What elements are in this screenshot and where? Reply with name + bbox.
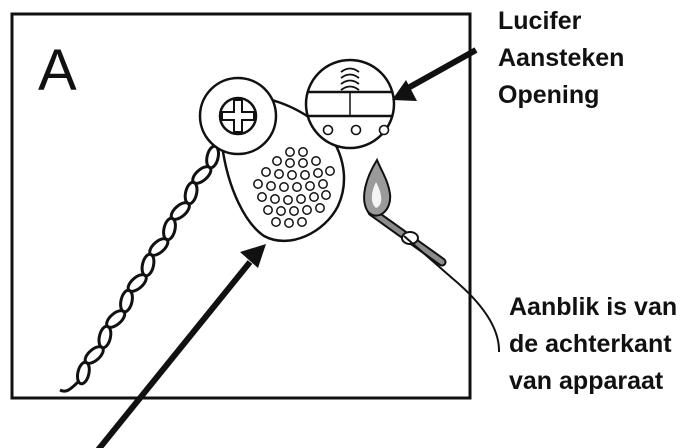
vent-hole (283, 195, 293, 205)
phillips-screw-icon (198, 76, 278, 156)
port-hole (322, 124, 334, 136)
vent-hole (315, 203, 325, 213)
callout-line: de achterkant (509, 330, 672, 358)
vent-hole (289, 206, 299, 216)
vent-hole (270, 194, 280, 204)
match-flame-core (371, 182, 382, 208)
callout-line: Aansteken (498, 44, 624, 72)
vent-hole (263, 205, 273, 215)
arrow-head (240, 244, 266, 268)
vent-hole (298, 158, 308, 168)
burner-port-spring (340, 67, 360, 91)
lit-match-icon (363, 157, 447, 267)
arrow-shaft (95, 260, 253, 448)
callout-line: Lucifer (498, 7, 582, 35)
arrow-head (392, 80, 417, 101)
vent-hole (318, 179, 328, 189)
match-opening-magnifier (304, 58, 396, 150)
vent-hole (271, 217, 281, 227)
callout-line: van apparaat (509, 367, 664, 395)
panel-letter: A (38, 38, 77, 103)
vent-hole (276, 206, 286, 216)
vent-holes (253, 147, 335, 228)
callout-arrow-opening (392, 47, 478, 101)
callout-arrow-plate (95, 244, 266, 448)
vent-hole (313, 168, 323, 178)
port-hole (350, 124, 362, 136)
vent-hole (253, 179, 263, 189)
vent-hole (274, 169, 284, 179)
vent-hole (296, 194, 306, 204)
vent-hole (272, 156, 282, 166)
callout-line: Opening (498, 81, 599, 109)
vent-hole (305, 181, 315, 191)
chain-icon (76, 144, 220, 386)
match-head (401, 231, 419, 245)
vent-hole (261, 167, 271, 177)
arrow-shaft (406, 47, 478, 91)
vent-hole (284, 218, 294, 228)
vent-hole (292, 182, 302, 192)
vent-hole (297, 217, 307, 227)
callout-line: Aanblik is van (509, 293, 677, 321)
diagram-frame (10, 12, 472, 400)
vent-hole (325, 166, 335, 176)
callout-rear-view-note: Aanblik is van de achterkant van apparaa… (509, 293, 677, 395)
callout-match-opening: Lucifer Aansteken Opening (498, 7, 624, 109)
vent-hole (257, 192, 267, 202)
vent-hole (285, 158, 295, 168)
port-hole (378, 124, 390, 136)
chain-end-hook (59, 380, 80, 393)
vent-hole (300, 170, 310, 180)
vent-hole (279, 182, 289, 192)
vent-hole (285, 147, 295, 157)
vent-hole (309, 192, 319, 202)
vent-hole (321, 190, 331, 200)
rear-view-leader-line (403, 235, 501, 353)
screw-cross (221, 99, 255, 133)
vent-hole (302, 205, 312, 215)
vent-hole (287, 170, 297, 180)
vent-hole (298, 147, 308, 157)
chain-link (76, 360, 91, 386)
vent-hole (311, 156, 321, 166)
vent-hole (266, 181, 276, 191)
